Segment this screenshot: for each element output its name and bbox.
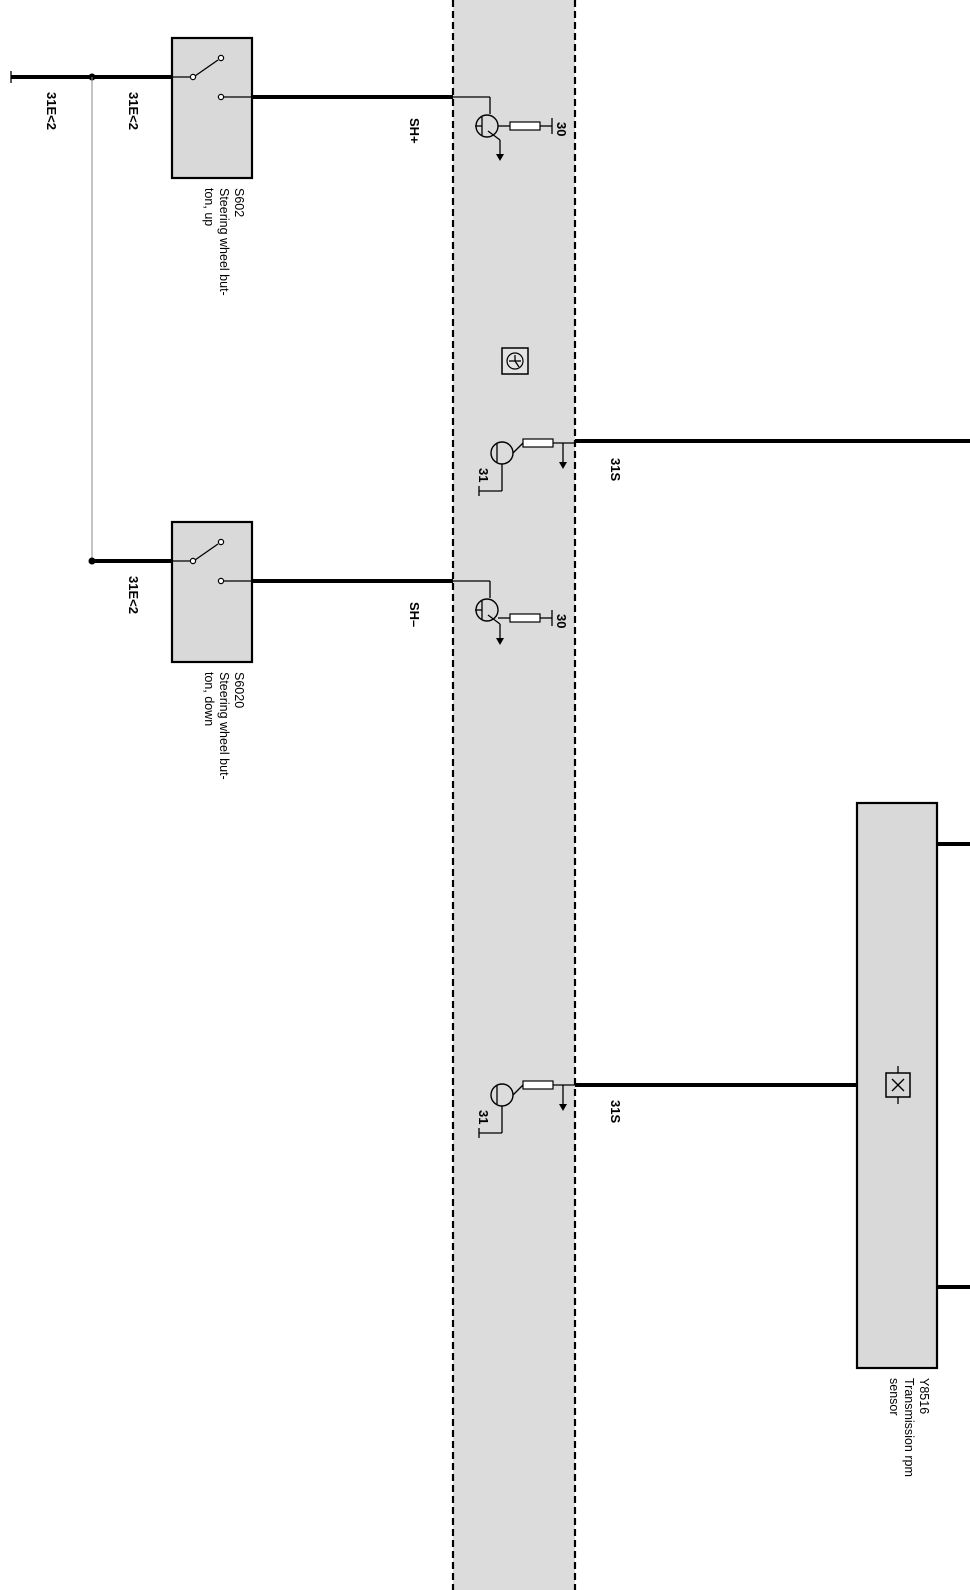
switch-down-id: S6020 <box>232 672 246 708</box>
switch-up <box>170 36 254 180</box>
pin-30-sh-minus: 30 <box>554 614 569 628</box>
signal-label-sh-plus: SH+ <box>407 118 422 144</box>
pin-31-upper: 31 <box>476 468 491 482</box>
transmission-control-icon <box>501 347 529 375</box>
switch-up-desc-line2: ton, up <box>202 188 216 226</box>
switch-up-id: S602 <box>232 188 246 217</box>
input-stage-sh-minus <box>453 580 553 645</box>
ground-connection <box>10 71 172 565</box>
ground-label-switch-up: 31E<2 <box>126 92 141 130</box>
output-stage-31s-lower <box>478 1080 575 1138</box>
input-stage-sh-plus <box>453 96 553 161</box>
sensor-desc-line1: Transmission rpm <box>902 1378 916 1477</box>
ground-label-left: 31E<2 <box>44 92 59 130</box>
signal-label-31s-upper: 31S <box>608 458 623 481</box>
signal-label-31s-lower: 31S <box>608 1100 623 1123</box>
pin-30-sh-plus: 30 <box>554 122 569 136</box>
ground-label-switch-down: 31E<2 <box>126 576 141 614</box>
pin-31-lower: 31 <box>476 1110 491 1124</box>
switch-down <box>170 520 254 664</box>
signal-label-sh-minus: SH– <box>407 602 422 627</box>
transmission-rpm-sensor <box>855 801 970 1370</box>
switch-down-desc-line2: ton, down <box>202 672 216 726</box>
output-stage-31s-upper <box>478 438 575 496</box>
sensor-desc-line2: sensor <box>887 1378 901 1416</box>
sensor-id: Y8516 <box>917 1378 931 1414</box>
control-module-area <box>453 0 575 1590</box>
switch-up-desc-line1: Steering wheel but- <box>217 188 231 296</box>
switch-down-desc-line1: Steering wheel but- <box>217 672 231 780</box>
